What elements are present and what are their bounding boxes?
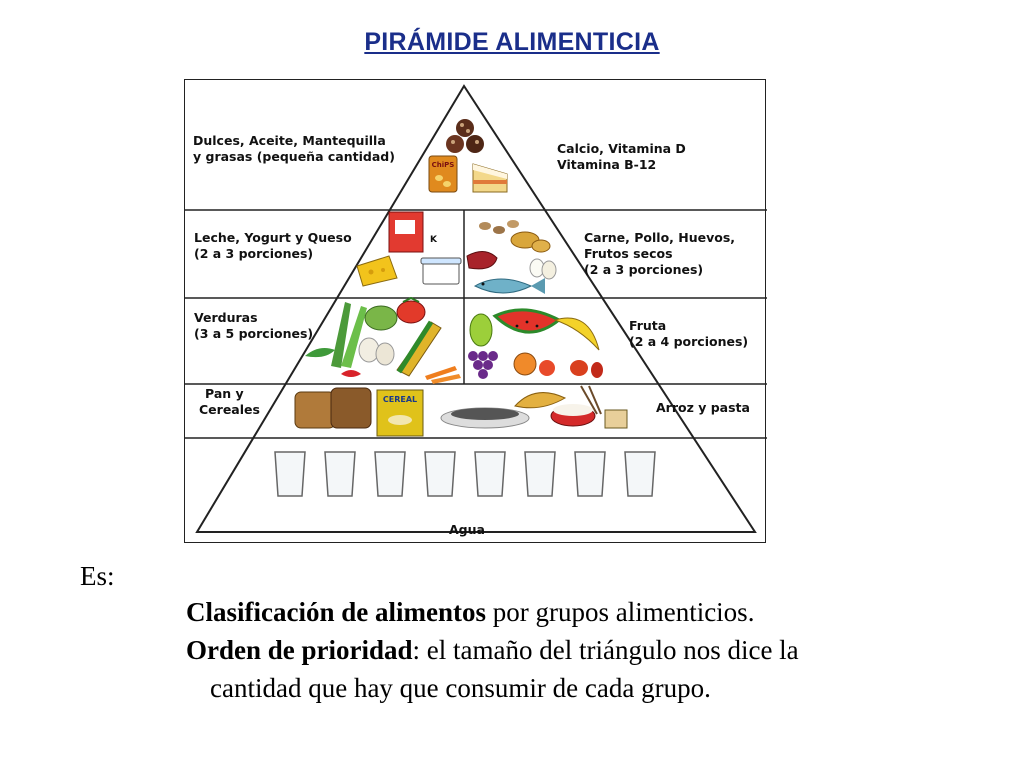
berries-icon bbox=[570, 360, 588, 376]
pyramid-outline bbox=[195, 84, 757, 533]
dairy-group: K bbox=[356, 211, 462, 287]
tier2-left-label: Leche, Yogurt y Queso (2 a 3 porciones) bbox=[194, 230, 352, 261]
orange-icon bbox=[513, 352, 537, 376]
page-title: PIRÁMIDE ALIMENTICIA bbox=[364, 28, 660, 56]
cookie-icon bbox=[456, 119, 474, 137]
cookie-icon bbox=[446, 135, 464, 153]
tomato-icon bbox=[396, 300, 426, 324]
banana-icon bbox=[553, 317, 600, 351]
caption-line-2-rest: : el tamaño del triángulo nos dice la bbox=[412, 635, 799, 665]
tier2-right-label: Carne, Pollo, Huevos, Frutos secos (2 a … bbox=[584, 230, 736, 277]
water-glasses bbox=[274, 451, 656, 497]
water-label: Agua bbox=[449, 522, 485, 537]
vegetables-group bbox=[305, 296, 461, 384]
grapes-icon bbox=[468, 351, 498, 379]
caption-intro: Es: bbox=[80, 561, 115, 591]
steak-icon bbox=[466, 251, 498, 270]
caption-line-2: Orden de prioridad: el tamaño del triáng… bbox=[186, 634, 799, 666]
leek-icon bbox=[331, 302, 351, 368]
tier1-left-label: Dulces, Aceite, Mantequilla y grasas (pe… bbox=[193, 133, 395, 164]
bread-loaf-icon bbox=[294, 391, 336, 429]
chips-label: ChiPS bbox=[432, 161, 455, 169]
cereal-label: CEREAL bbox=[383, 395, 417, 404]
bread-roll-icon bbox=[514, 392, 567, 409]
pear-icon bbox=[469, 313, 493, 347]
cheese-icon bbox=[356, 255, 398, 287]
pea-pod-icon bbox=[305, 348, 335, 358]
milk-label: K bbox=[430, 235, 438, 245]
pepper-icon bbox=[341, 370, 361, 377]
tier4-left-label: Pan y Cereales bbox=[199, 386, 260, 417]
apple-icon bbox=[539, 360, 555, 376]
caption-line-1-bold: Clasificación de alimentos bbox=[186, 597, 486, 627]
yogurt-cup-icon bbox=[422, 261, 460, 285]
fish-icon bbox=[473, 278, 533, 294]
caption-line-1: Clasificación de alimentos por grupos al… bbox=[186, 596, 754, 628]
garlic-icon bbox=[358, 337, 380, 363]
cookie-icon bbox=[466, 135, 484, 153]
pyramid-drawing: ChiPS K bbox=[185, 84, 767, 533]
cracker-icon bbox=[604, 409, 628, 429]
tier3-right-label: Fruta (2 a 4 porciones) bbox=[629, 318, 749, 349]
broccoli-icon bbox=[364, 305, 398, 331]
caption-line-1-rest: por grupos alimenticios. bbox=[485, 597, 755, 627]
tier-dividers bbox=[185, 209, 767, 439]
caption-line-3: cantidad que hay que consumir de cada gr… bbox=[210, 673, 711, 703]
tier1-right-label: Calcio, Vitamina D Vitamina B-12 bbox=[557, 141, 686, 172]
sweets-group: ChiPS bbox=[428, 119, 508, 193]
caption-line-2-bold: Orden de prioridad bbox=[186, 635, 413, 665]
nut-icon bbox=[479, 222, 491, 230]
tier4-right-label: Arroz y pasta bbox=[656, 400, 750, 415]
tier3-left-label: Verduras (3 a 5 porciones) bbox=[194, 310, 314, 341]
food-pyramid: ChiPS K bbox=[184, 79, 767, 543]
fruit-group bbox=[468, 308, 603, 379]
cereal-box-icon bbox=[376, 389, 424, 437]
carrot-icon bbox=[425, 366, 457, 380]
grains-group: CEREAL bbox=[294, 385, 628, 437]
protein-group bbox=[466, 220, 557, 294]
